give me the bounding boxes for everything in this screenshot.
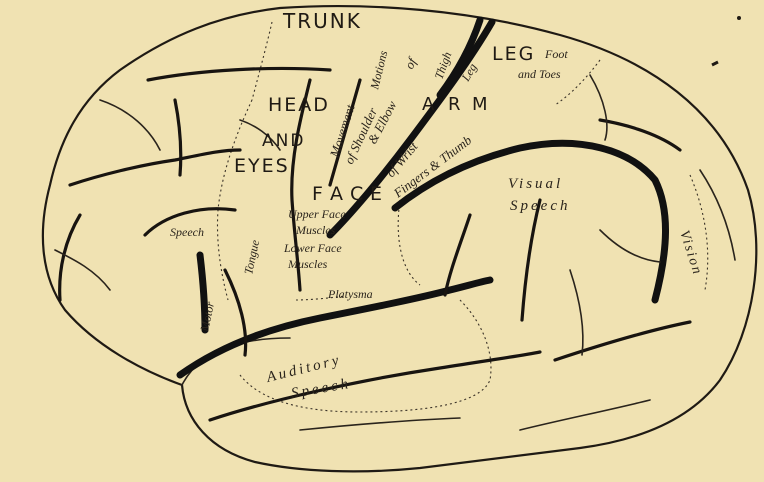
label-upper-face: Upper Face	[288, 207, 346, 221]
sulcus-19	[520, 400, 650, 430]
label-arm-r: R	[448, 94, 463, 115]
stray-mark	[712, 62, 718, 65]
label-motions: Motions	[367, 49, 390, 92]
sulcus-11	[555, 322, 690, 360]
sulcus-21	[590, 75, 607, 140]
label-speech-visual: Speech	[510, 198, 570, 214]
label-trunk: TRUNK	[282, 9, 362, 33]
label-face-a: A	[330, 183, 345, 205]
sulcus-16	[600, 230, 660, 262]
label-face-e: E	[370, 183, 384, 205]
sulcus-20	[300, 418, 460, 430]
stray-dot	[737, 16, 741, 20]
label-speech-top: Speech	[170, 225, 204, 239]
sulcus-9	[522, 200, 540, 320]
label-platysma: Platysma	[327, 287, 373, 301]
boundary-leg	[555, 60, 600, 105]
label-leg: LEG	[492, 43, 535, 65]
boundary-auditory	[240, 300, 491, 412]
sulcus-3	[175, 100, 181, 175]
sulcus-2	[70, 150, 240, 185]
label-face-c: C	[350, 183, 365, 205]
label-muscles-1: Muscles	[295, 223, 336, 237]
brain-outline	[43, 6, 756, 471]
label-face-f: F	[312, 183, 325, 205]
label-tongue: Tongue	[241, 238, 262, 276]
sulcus-17	[570, 270, 583, 355]
label-head: HEAD	[268, 94, 330, 116]
label-eyes: EYES	[234, 155, 290, 177]
label-arm-a: A	[422, 94, 436, 115]
label-visual: Visual	[508, 176, 563, 192]
boundary-trunk	[252, 22, 272, 100]
sulcus-18	[700, 170, 735, 260]
label-lower-face: Lower Face	[283, 241, 342, 255]
label-and-toes: and Toes	[518, 67, 561, 81]
label-speech-auditory: Speech	[290, 376, 352, 402]
label-and: AND	[262, 131, 305, 151]
boundary-visual	[398, 200, 420, 285]
label-arm-m: M	[472, 94, 490, 115]
sulcus-14	[100, 100, 160, 150]
label-vision: Vision	[676, 229, 705, 278]
label-motor: Motor	[197, 300, 217, 334]
sulcus-12	[600, 120, 680, 150]
sulcus-1	[148, 68, 330, 80]
label-foot: Foot	[544, 47, 568, 61]
label-of: of	[401, 53, 420, 71]
label-muscles-2: Muscles	[287, 257, 328, 271]
